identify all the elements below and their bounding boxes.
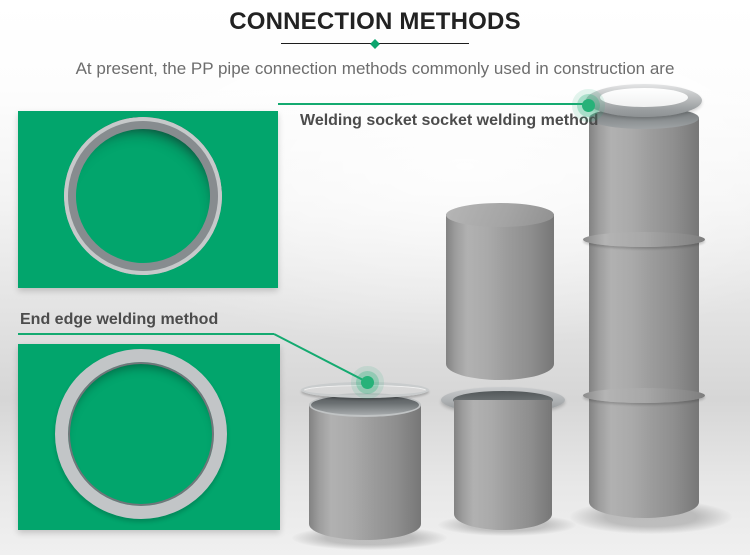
upper-pipe-segment-body [446,214,554,380]
pipe-end-ring-edge-image [55,349,227,519]
upper-pipe-segment-cap [446,203,554,227]
title-divider [281,38,469,49]
open-pipe-body [309,405,421,540]
pipe-stack-coupling-2 [583,388,705,403]
callout-line-socket [278,103,588,105]
edge-end-photo [18,344,280,530]
page-title: CONNECTION METHODS [229,8,521,35]
collar-opening [600,88,688,107]
callout-label-edge: End edge welding method [20,311,219,328]
pipe-end-ring-socket-image [56,109,230,283]
socket-pipe-body [454,400,552,530]
pipe-stack-coupling-1 [583,232,705,247]
callout-label-socket: Welding socket socket welding method [300,112,599,129]
callout-dot-socket [582,99,595,112]
callout-dot-edge [361,376,374,389]
socket-end-photo [18,111,278,288]
callout-underline-edge [18,333,274,335]
diamond-icon [370,38,380,49]
pipe-stack-collar-ring [586,84,702,117]
header: CONNECTION METHODS At present, the PP pi… [0,0,750,79]
subtitle: At present, the PP pipe connection metho… [75,59,675,78]
pipe-stack-body [589,118,699,518]
